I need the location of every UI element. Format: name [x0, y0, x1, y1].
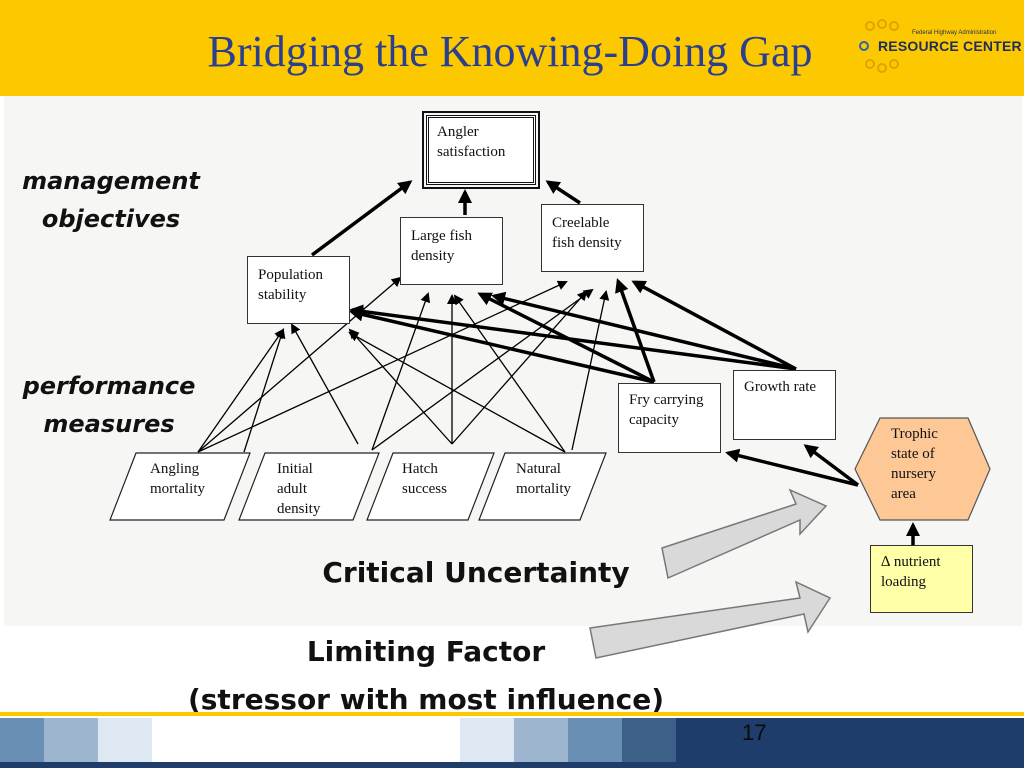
performance-measures-label: performance measures	[22, 372, 196, 438]
hatch-success-shape	[366, 452, 495, 521]
footer-seg	[152, 718, 460, 762]
management-objectives-label: management objectives	[22, 167, 200, 233]
stressor-label: (stressor with most influence)	[187, 683, 665, 716]
performance-parallelograms	[109, 452, 607, 521]
angling-mortality-label: Angling mortality	[150, 461, 205, 497]
footer-color-bar	[0, 718, 1024, 762]
footer-seg	[44, 718, 98, 762]
footer-seg	[514, 718, 568, 762]
growth-rate-box: Growth rate	[733, 370, 836, 440]
creelable-fish-density-box: Creelable fish density	[541, 204, 644, 272]
trophic-state-hexagon	[854, 417, 991, 521]
logo-small-text: Federal Highway Administration	[912, 30, 997, 36]
population-stability-box: Population stability	[247, 256, 350, 324]
critical-uncertainty-arrow	[661, 488, 828, 580]
footer-seg	[0, 718, 44, 762]
angling-mortality-shape	[109, 452, 251, 521]
initial-adult-density-shape	[238, 452, 380, 521]
critical-uncertainty-label: Critical Uncertainty	[322, 556, 630, 589]
footer-bottom-line	[0, 762, 1024, 768]
footer-seg	[460, 718, 514, 762]
logo-circles-icon	[859, 19, 899, 73]
thick-arrows	[310, 180, 920, 545]
footer-seg	[676, 718, 1024, 762]
trophic-state-label: Trophic state of nursery area	[891, 426, 938, 502]
natural-mortality-label: Natural mortality	[516, 461, 571, 497]
nutrient-loading-box: ∆ nutrient loading	[870, 545, 973, 613]
slide-title: Bridging the Knowing-Doing Gap	[207, 27, 813, 76]
hatch-success-label: Hatch success	[402, 461, 447, 497]
limiting-factor-label: Limiting Factor	[306, 635, 546, 668]
footer-seg	[98, 718, 152, 762]
angler-satisfaction-box: Angler satisfaction	[422, 111, 540, 189]
footer-seg	[622, 718, 676, 762]
header-bar	[0, 0, 1024, 96]
limiting-factor-arrow	[589, 580, 832, 659]
large-fish-density-box: Large fish density	[400, 217, 503, 285]
footer-seg	[568, 718, 622, 762]
footer-yellow-line	[0, 712, 1024, 716]
resource-center-logo	[856, 18, 1016, 76]
fry-carrying-capacity-box: Fry carrying capacity	[618, 383, 721, 453]
initial-adult-density-label: Initial adult density	[277, 461, 321, 517]
page-number: 17	[742, 720, 767, 745]
logo-main-text: RESOURCE CENTER	[878, 38, 1022, 54]
natural-mortality-shape	[478, 452, 607, 521]
